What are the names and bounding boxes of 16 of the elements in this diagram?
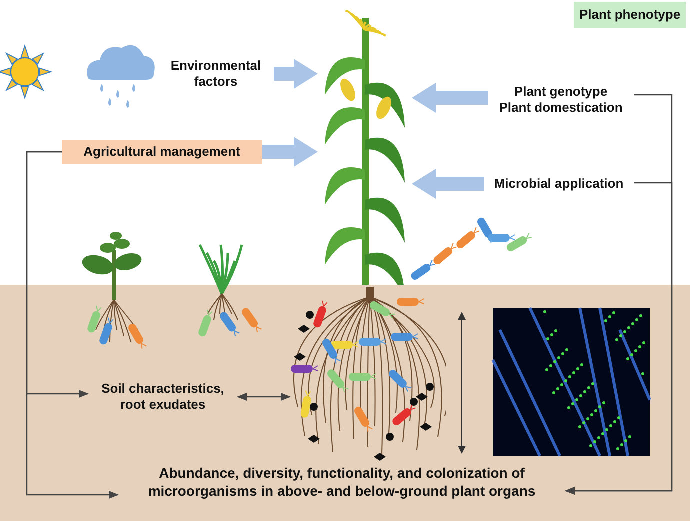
connector-arrow [565, 182, 673, 495]
block-arrow [412, 83, 488, 113]
root-system-drawing [290, 287, 446, 463]
outcome-label: Abundance, diversity, functionality, and colonization of microorganisms in above- and below-ground plant organs [118, 463, 566, 501]
factor-label: Soil characteristics, root exudates [88, 380, 238, 414]
heading-label: Plant phenotype [574, 2, 686, 28]
factor-label: Plant domestication [498, 100, 624, 116]
block-arrow [274, 59, 318, 89]
factor-label: Environmental factors [158, 56, 274, 92]
block-arrow [412, 169, 484, 199]
block-arrow [262, 137, 318, 167]
connector-arrow [26, 151, 119, 499]
factor-label: Microbial application [484, 175, 634, 193]
factor-label: Agricultural management [62, 140, 262, 164]
factor-label: Plant genotype [513, 84, 609, 100]
connector-arrow [237, 393, 291, 401]
